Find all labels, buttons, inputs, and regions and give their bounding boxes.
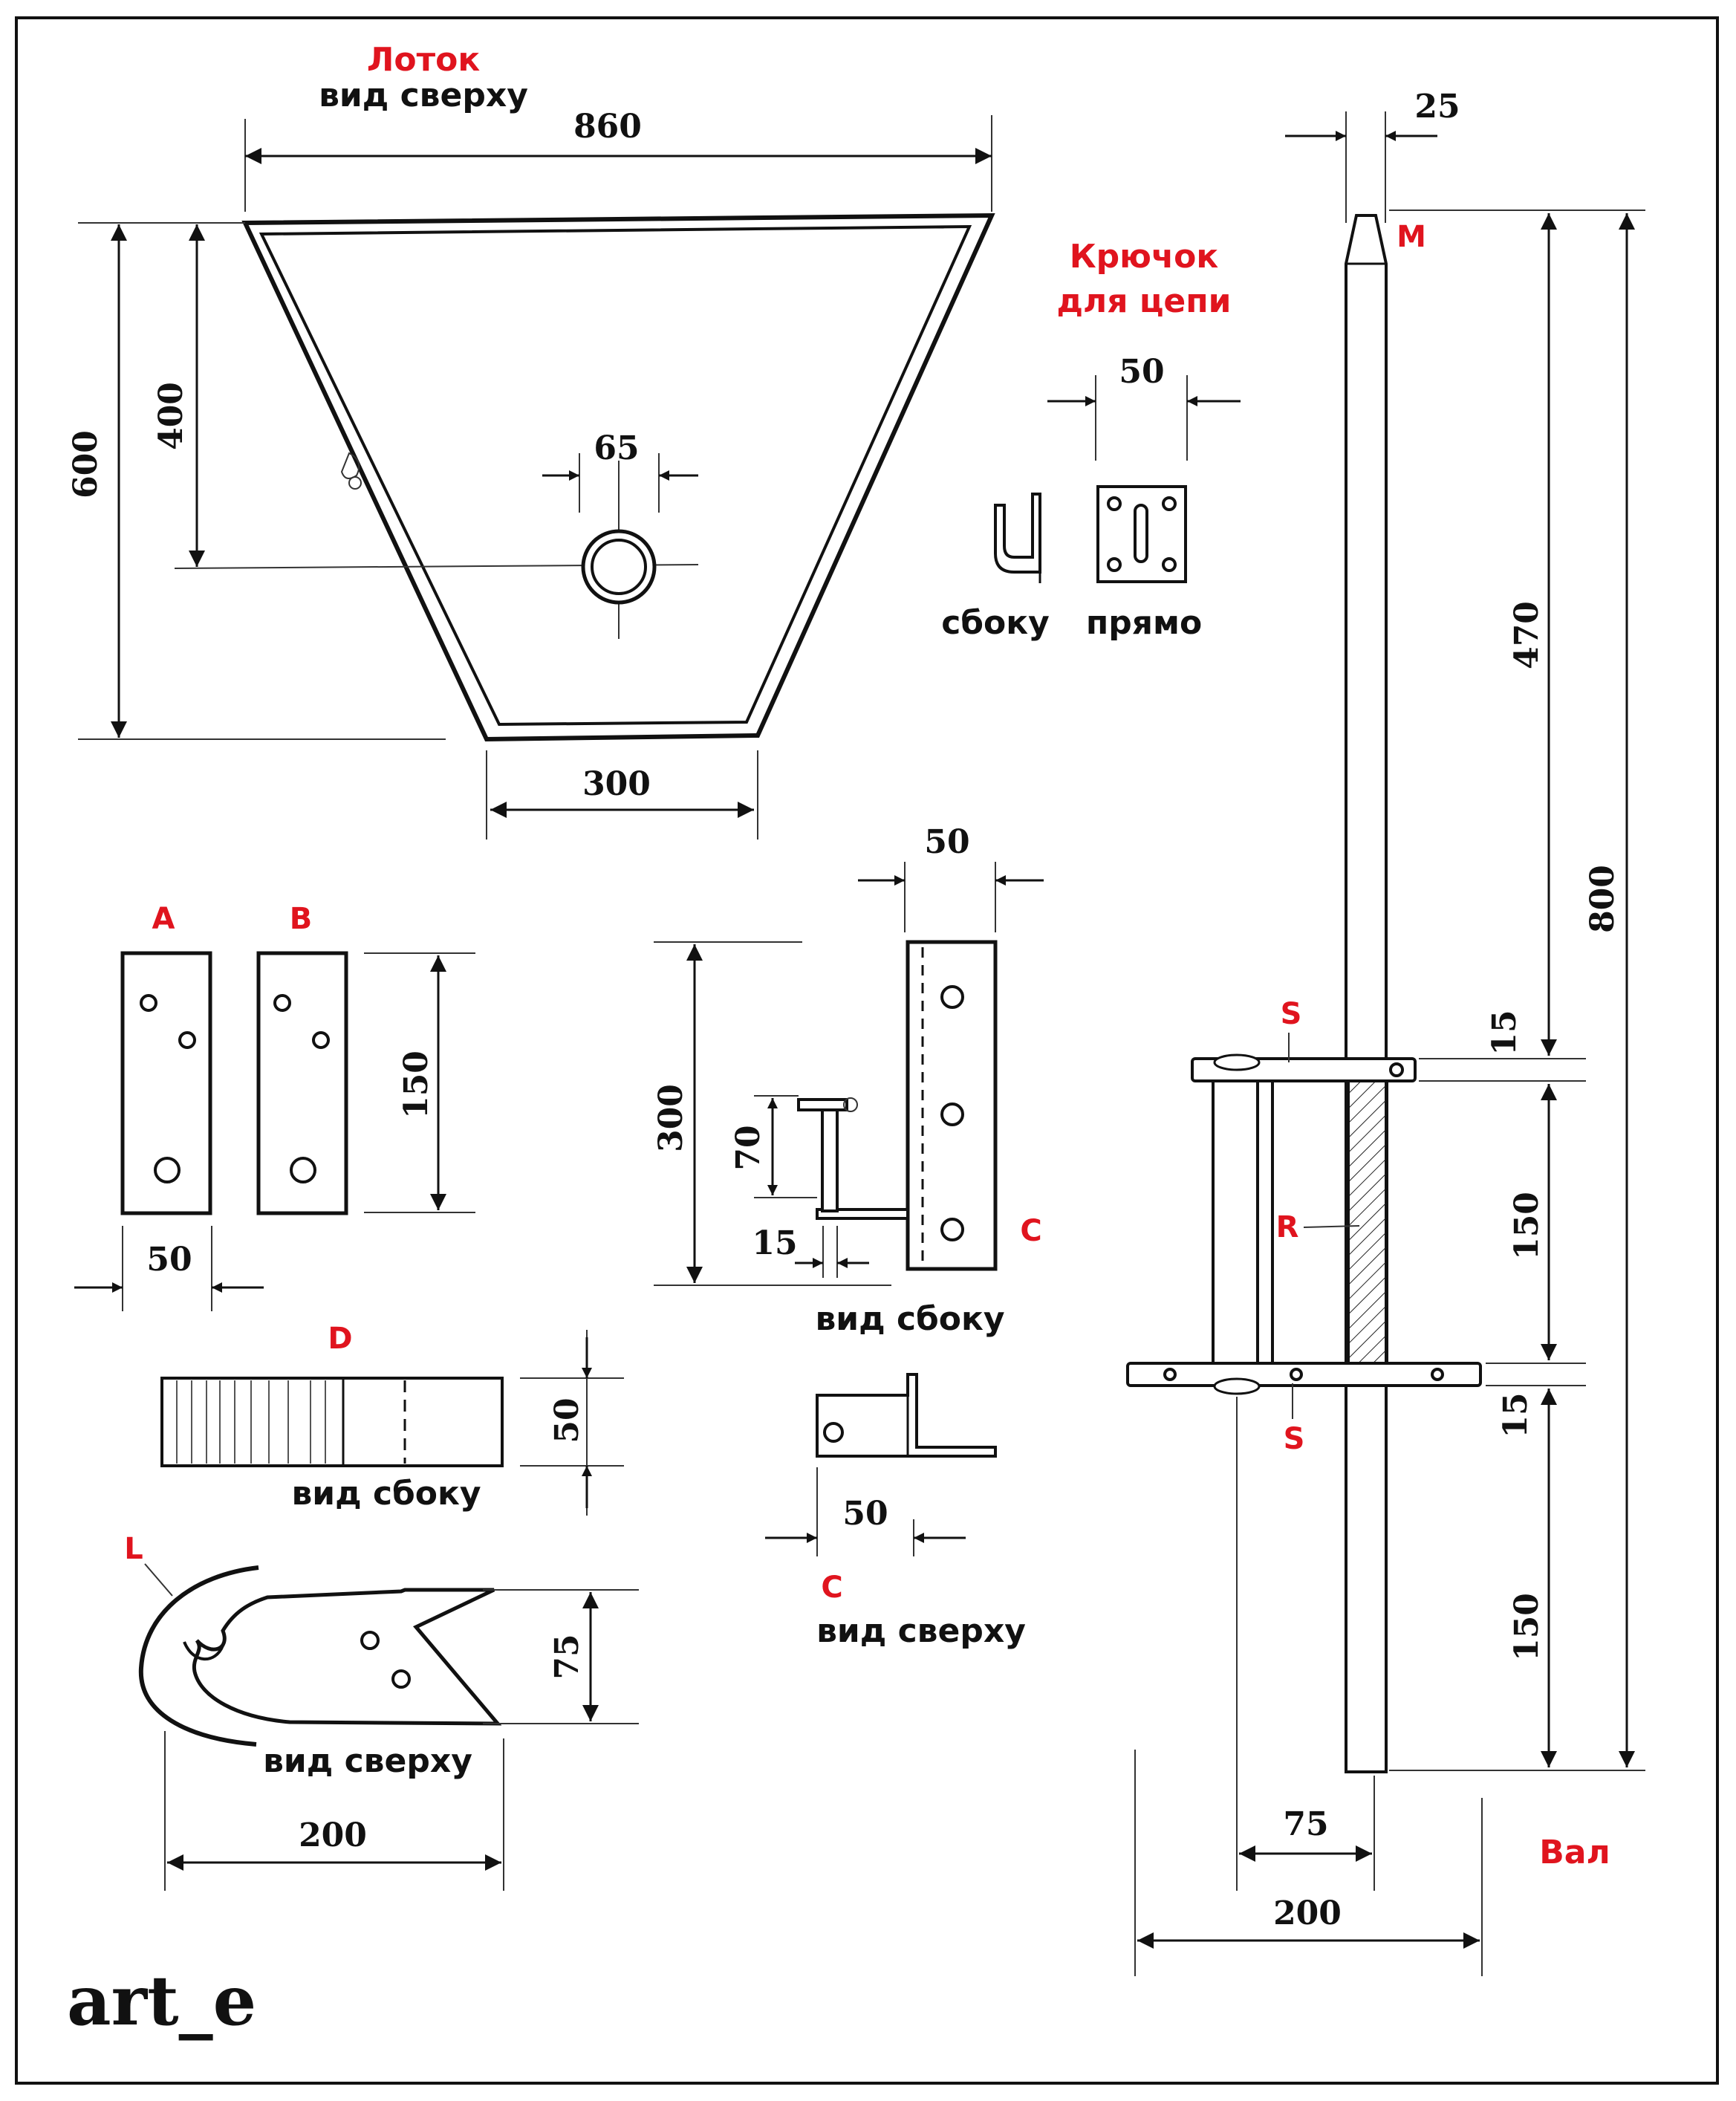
blade-l-dim-width: 200	[299, 1816, 367, 1854]
block-d-drawing: D 50 вид сбоку	[160, 1322, 624, 1516]
blade-l-drawing: L 75 вид сверху 200	[124, 1532, 639, 1891]
shaft-dim-flange-width: 200	[1273, 1894, 1342, 1932]
tray-view-label: вид сверху	[319, 77, 528, 114]
shaft-label-s-top: S	[1281, 997, 1302, 1031]
shaft-drawing: 25 M S S R 470	[1126, 88, 1645, 1976]
block-d-label: D	[328, 1322, 352, 1356]
plate-b-label: B	[290, 902, 313, 936]
tray-drain-hole	[581, 529, 657, 605]
hook-dim-width: 50	[1119, 353, 1164, 391]
bracket-c-label-top: C	[821, 1571, 842, 1605]
bracket-c-top-view	[816, 1373, 997, 1458]
shaft-dim-offset: 75	[1283, 1805, 1328, 1843]
blade-l-label: L	[124, 1532, 143, 1566]
shaft-dim-diameter: 25	[1414, 88, 1460, 126]
bracket-side-view-label: вид сбоку	[815, 1300, 1004, 1338]
blade-l	[192, 1588, 502, 1726]
signature: art_e	[67, 1961, 256, 2041]
plates-dim-height: 150	[397, 1050, 435, 1119]
bracket-c-label-side: C	[1020, 1214, 1041, 1248]
chain-hook-drawing: Крючок для цепи 50 сбоку прямо	[941, 238, 1241, 642]
plate-a-label: A	[152, 902, 175, 936]
page-frame	[15, 16, 1719, 2085]
shaft-dim-flange-top: 15	[1486, 1010, 1524, 1055]
tray-dim-height-hole: 400	[152, 382, 190, 450]
hook-side-view	[994, 493, 1041, 574]
shaft-dim-upper: 470	[1508, 601, 1546, 669]
shaft-label-m: M	[1397, 220, 1426, 254]
shaft-title: Вал	[1539, 1834, 1610, 1871]
bracket-top-view-label: вид сверху	[816, 1612, 1026, 1650]
shaft-dim-lower: 150	[1508, 1593, 1546, 1661]
shaft-rod	[1345, 214, 1388, 1071]
block-d-dim-height: 50	[548, 1397, 586, 1443]
bracket-dim-width-bottom: 50	[842, 1495, 888, 1533]
bracket-dim-width-top: 50	[924, 823, 969, 861]
plates-a-b-drawing: A B 150 50	[74, 902, 475, 1311]
tray-dim-hole: 65	[594, 429, 639, 467]
shaft-spacer-r	[1347, 1079, 1388, 1380]
bracket-dim-height: 300	[652, 1084, 690, 1152]
shaft-dim-middle: 150	[1508, 1192, 1546, 1260]
tray-dim-top: 860	[573, 108, 642, 146]
shaft-label-s-bottom: S	[1284, 1422, 1305, 1456]
hook-front-label: прямо	[1086, 604, 1202, 642]
tray-dim-bottom: 300	[582, 765, 651, 803]
hook-title-line1: Крючок	[1070, 238, 1219, 276]
shaft-dim-flange-bottom: 15	[1497, 1392, 1535, 1438]
block-d	[160, 1377, 504, 1467]
hook-title-line2: для цепи	[1056, 282, 1231, 320]
block-d-view-label: вид сбоку	[291, 1475, 481, 1513]
tray-title: Лоток	[367, 41, 481, 79]
blade-l-dim-height: 75	[548, 1634, 586, 1679]
hook-side-label: сбоку	[941, 604, 1050, 642]
bracket-dim-pin: 70	[729, 1125, 767, 1170]
shaft-dim-total: 800	[1584, 865, 1622, 933]
tray-inner-rim	[259, 224, 972, 727]
bracket-c-drawing: 50 300 70 15 C вид сбоку	[652, 823, 1044, 1650]
blade-l-view-label: вид сверху	[263, 1742, 472, 1780]
tray-dim-height-total: 600	[67, 430, 105, 499]
shaft-label-r: R	[1276, 1210, 1299, 1244]
shaft-flange-bottom	[1126, 1362, 1482, 1387]
tray-drawing: Лоток вид сверху 860 65 600 400	[67, 41, 995, 840]
bracket-dim-gap: 15	[752, 1224, 797, 1262]
plates-dim-width: 50	[146, 1241, 192, 1279]
